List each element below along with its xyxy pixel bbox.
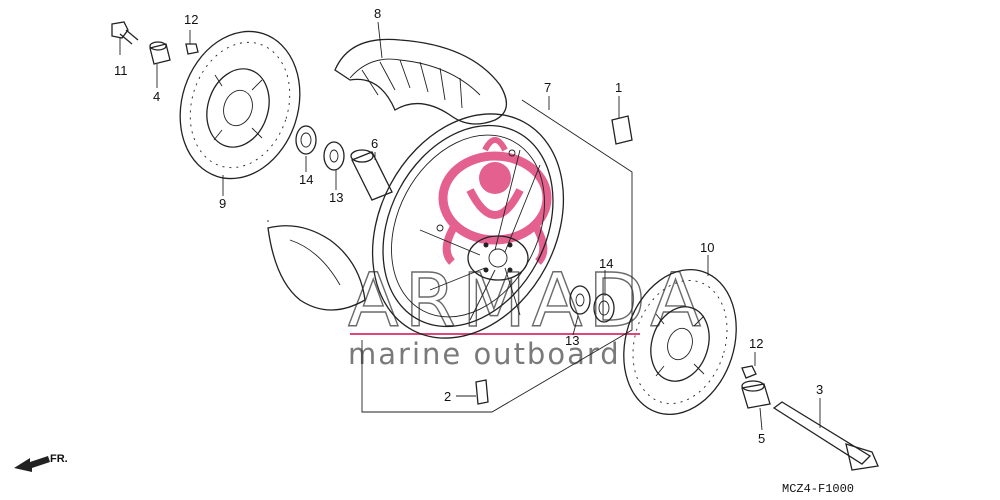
- leader-lines: [119, 21, 821, 431]
- valve-part-2: [475, 379, 489, 405]
- callout-7: 7: [544, 80, 551, 95]
- callout-13-right: 13: [565, 333, 579, 348]
- front-direction-arrow-icon: FR.: [14, 453, 68, 472]
- axle-part-3: [772, 401, 879, 471]
- callout-5: 5: [758, 431, 765, 446]
- front-label: FR.: [50, 453, 68, 465]
- bolt-part-11: [111, 21, 139, 45]
- spacer-part-6: [350, 149, 393, 201]
- callout-3: 3: [816, 382, 823, 397]
- bearing-part-13-left: [323, 141, 345, 171]
- bolt-part-12-lower: [741, 365, 757, 379]
- callout-2: 2: [444, 389, 451, 404]
- callout-12-upper: 12: [184, 12, 198, 27]
- seal-part-14-right: [593, 293, 615, 323]
- brake-disc-part-9: [179, 30, 301, 180]
- callout-14-left: 14: [299, 172, 313, 187]
- collar-part-5: [741, 380, 771, 409]
- callout-11: 11: [114, 63, 128, 78]
- callout-9: 9: [219, 196, 226, 211]
- callout-13-left: 13: [329, 190, 343, 205]
- assembly-outline: [267, 99, 633, 413]
- collar-part-4: [149, 41, 171, 65]
- bearing-part-13-right: [569, 285, 591, 315]
- callout-8: 8: [374, 6, 381, 21]
- callout-10: 10: [700, 240, 714, 255]
- watermark: ARMADA marine outboard: [347, 137, 707, 371]
- callout-4: 4: [153, 89, 160, 104]
- tire-part-8: [334, 38, 507, 125]
- callout-labels: 11 12 4 8 7 1 6 9 14 13 10 14 13 2 12 3 …: [114, 6, 823, 446]
- bolt-part-12-upper: [185, 43, 199, 55]
- watermark-logo-icon: [438, 137, 552, 265]
- callout-14-right: 14: [599, 256, 613, 271]
- wheel-part-7: [371, 113, 565, 339]
- watermark-tagline: marine outboard: [348, 337, 621, 371]
- brake-disc-part-10: [623, 269, 737, 415]
- tire-lower: [267, 225, 366, 311]
- seal-part-14-left: [295, 125, 317, 155]
- callout-1: 1: [615, 80, 622, 95]
- drawing-code: MCZ4-F1000: [782, 482, 854, 496]
- watermark-brand: ARMADA: [348, 258, 707, 344]
- callout-6: 6: [371, 136, 378, 151]
- callout-12-lower: 12: [749, 336, 763, 351]
- weight-part-1: [611, 115, 633, 145]
